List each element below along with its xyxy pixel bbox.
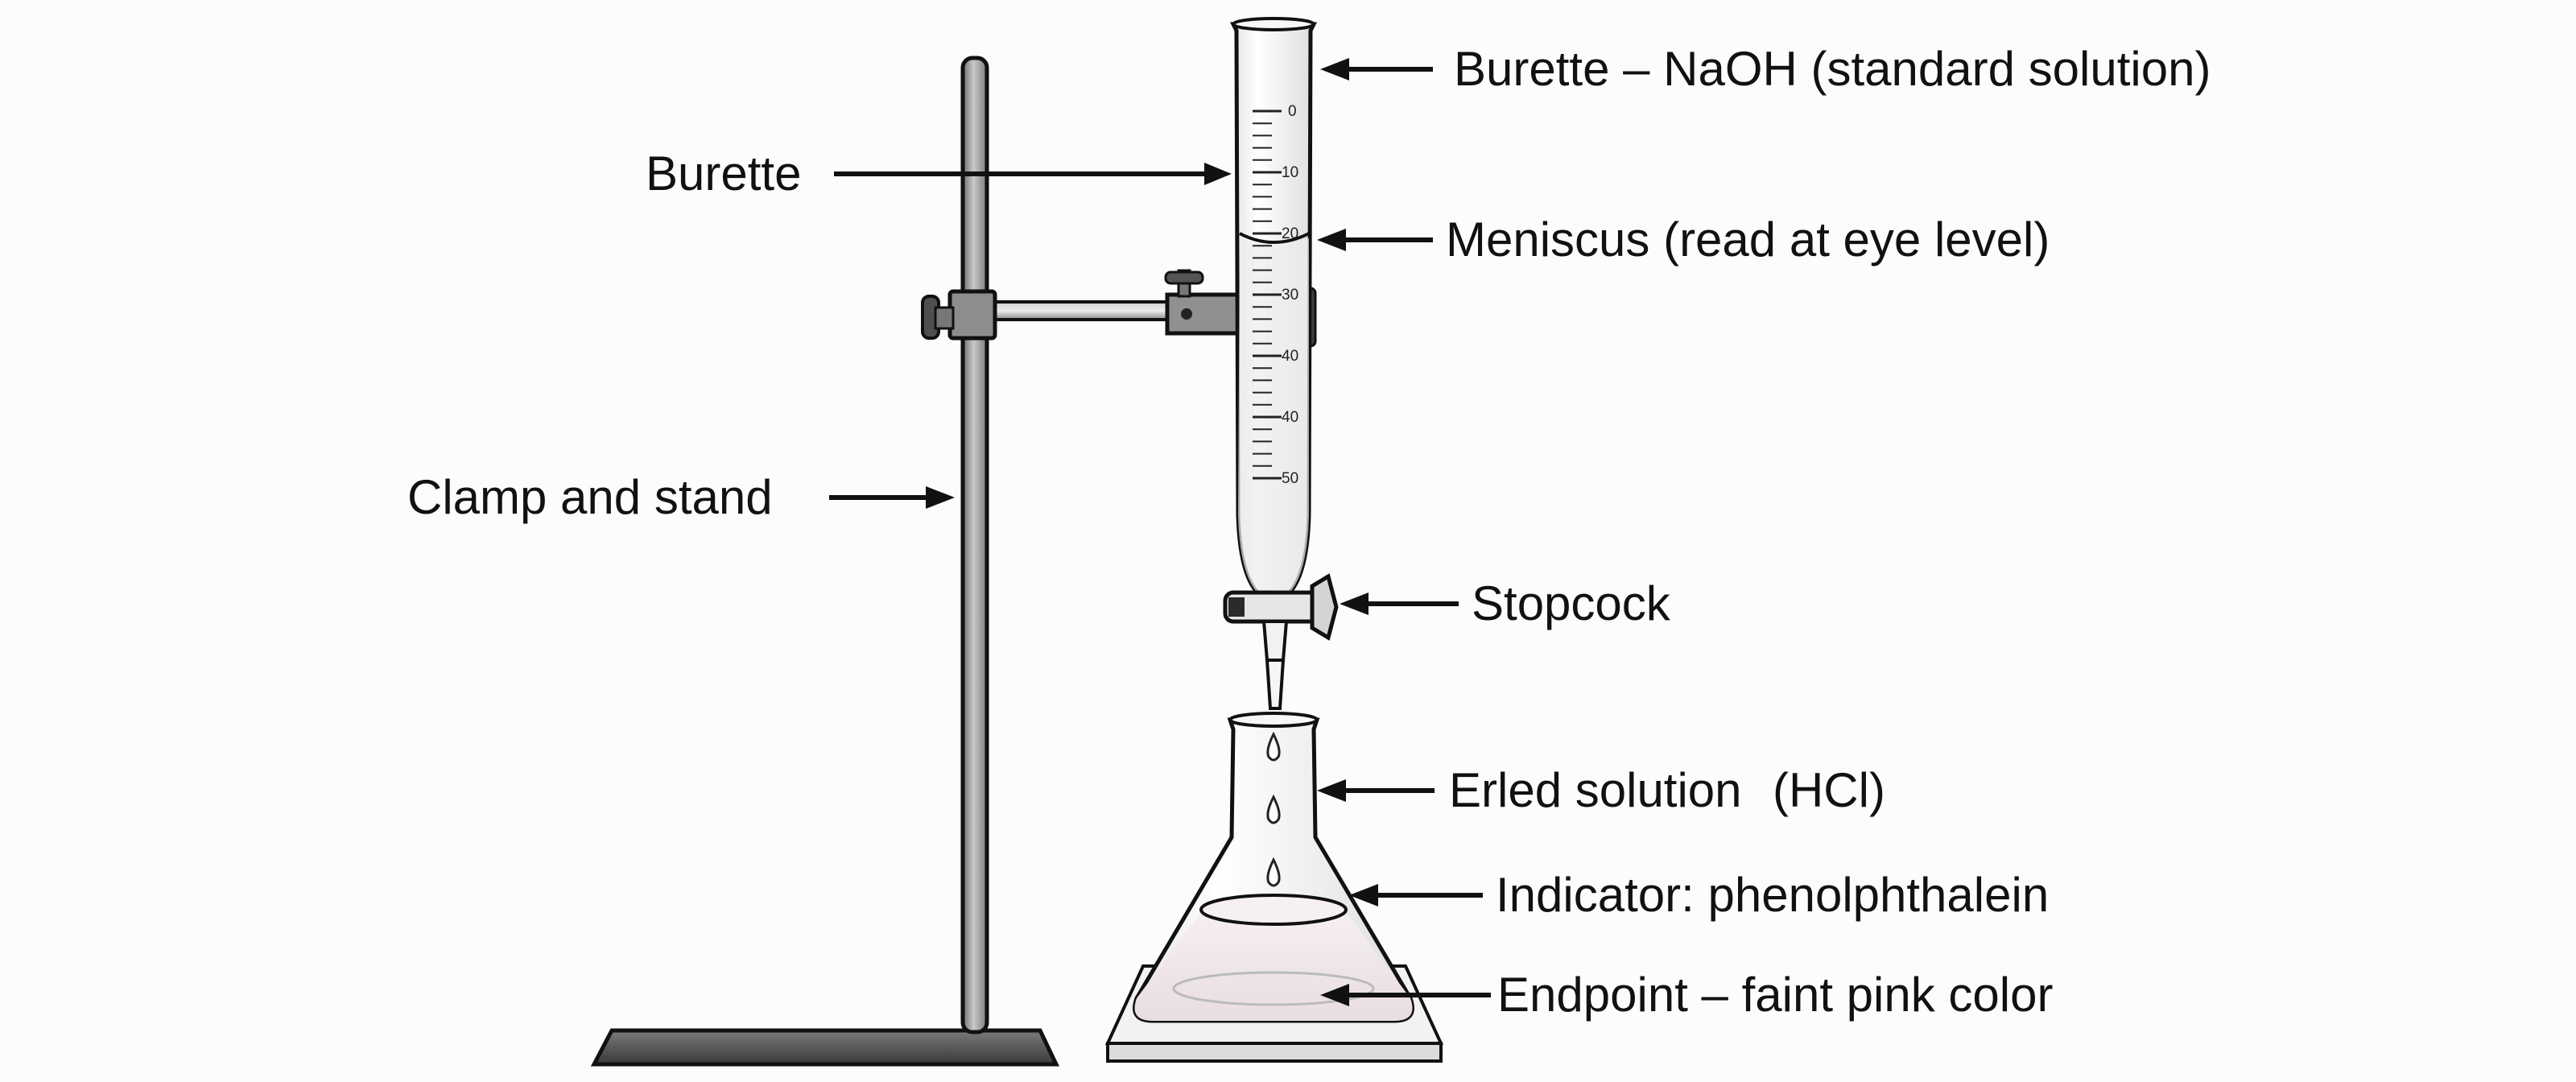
label-endpoint: Endpoint – faint pink color — [1497, 968, 2053, 1022]
arrow-indicator — [1349, 884, 1483, 906]
scale-40a: 40 — [1282, 348, 1298, 365]
arrow-burette-left — [834, 163, 1232, 185]
arrow-erled-solution — [1317, 779, 1435, 802]
arrow-meniscus — [1317, 229, 1433, 251]
erlenmeyer-flask — [1133, 712, 1414, 1023]
drop-1 — [1266, 731, 1281, 762]
label-erled-solution: Erled solution — [1449, 763, 1742, 817]
arrow-stopcock — [1340, 593, 1459, 615]
label-indicator: Indicator: phenolphthalein — [1496, 868, 2049, 922]
label-hcl: (HCl) — [1773, 763, 1885, 817]
arrow-clamp-stand — [829, 486, 955, 509]
label-burette: Burette — [646, 147, 801, 200]
stand-base — [590, 1028, 1059, 1067]
stand-rod — [960, 56, 989, 1035]
liquid-surface — [1199, 894, 1348, 926]
drop-2 — [1266, 794, 1281, 824]
scale-10: 10 — [1282, 164, 1298, 181]
label-stopcock: Stopcock — [1472, 576, 1671, 630]
label-meniscus: Meniscus (read at eye level) — [1446, 213, 2050, 266]
scale-0: 0 — [1288, 103, 1297, 120]
stopcock — [1223, 573, 1339, 710]
burette: 0 10 20 30 40 40 50 — [1229, 17, 1318, 608]
drop-3 — [1266, 857, 1281, 887]
label-clamp-stand: Clamp and stand — [407, 470, 773, 524]
scale-20: 20 — [1282, 225, 1298, 242]
meniscus-curve — [1239, 232, 1310, 244]
scale-40b: 40 — [1282, 409, 1298, 426]
arrow-endpoint — [1320, 984, 1491, 1006]
label-burette-naoh: Burette – NaOH (standard solution) — [1454, 42, 2211, 96]
scale-30: 30 — [1282, 287, 1298, 304]
graduation-marks — [1253, 109, 1282, 480]
scale-50: 50 — [1282, 470, 1298, 487]
arrow-burette-naoh — [1320, 58, 1433, 81]
